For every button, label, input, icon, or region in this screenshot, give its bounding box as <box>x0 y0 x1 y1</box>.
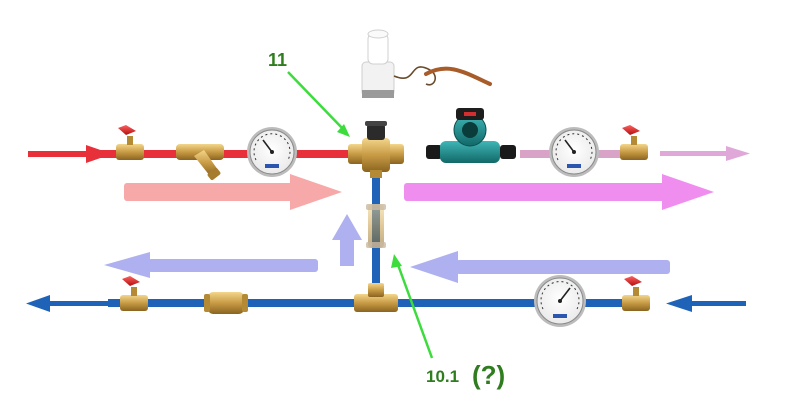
output-flow-arrow <box>404 174 714 210</box>
circulation-pump-icon <box>426 108 516 163</box>
check-valve-icon <box>366 204 386 248</box>
ball-valve-icon <box>116 125 144 160</box>
return-outlet-arrow <box>26 295 108 312</box>
callout-label-bottom: 10.1 <box>426 367 459 386</box>
thermometer-gauge-icon <box>534 275 586 327</box>
callout-label-bottom-note: (?) <box>472 360 505 390</box>
callout-line-bottom <box>391 254 434 359</box>
callout-label-top: 11 <box>268 50 287 70</box>
return-center-flow-arrow <box>410 251 670 283</box>
supply-flow-arrow <box>124 174 342 210</box>
bypass-up-flow-arrow <box>332 214 362 266</box>
callout-line-top <box>287 71 350 137</box>
return-inlet-arrow <box>666 295 746 312</box>
check-valve-icon <box>204 292 248 314</box>
ball-valve-icon <box>120 276 148 311</box>
thermostatic-head-icon <box>361 29 492 98</box>
supply-inlet-arrow <box>28 145 112 163</box>
supply-pipe <box>100 150 360 158</box>
thermometer-gauge-icon <box>247 127 297 177</box>
three-way-mixing-valve-icon <box>348 121 404 178</box>
y-strainer-icon <box>176 144 224 181</box>
return-left-flow-arrow <box>104 252 318 278</box>
tee-fitting-icon <box>354 283 398 312</box>
ball-valve-icon <box>622 276 650 311</box>
ball-valve-icon <box>620 125 648 160</box>
thermometer-gauge-icon <box>549 127 599 177</box>
output-outlet-arrow <box>660 146 750 161</box>
